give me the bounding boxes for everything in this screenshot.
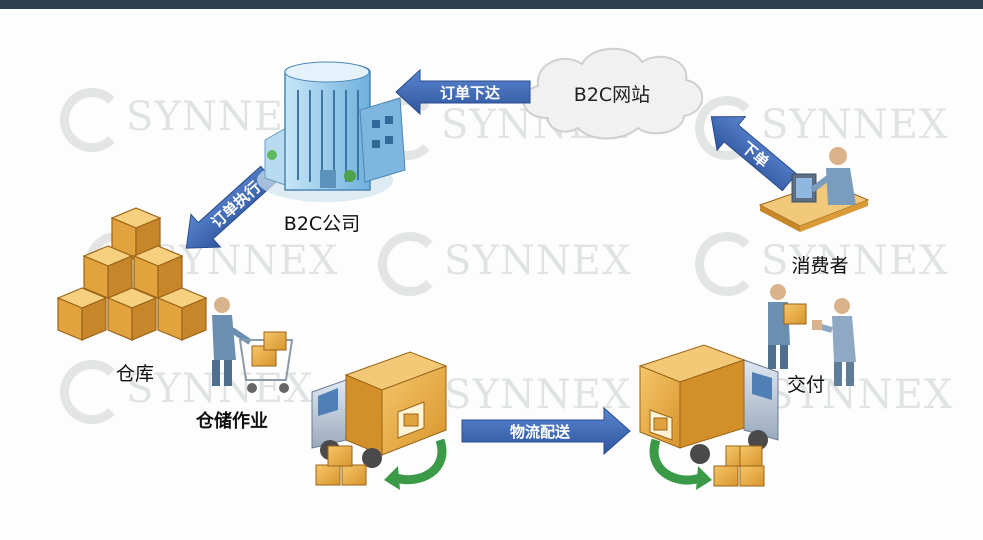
- order-execution-label: 订单执行: [208, 178, 265, 232]
- website-cloud: B2C网站: [522, 47, 704, 140]
- delivery-label: 交付: [787, 374, 825, 396]
- logistics-delivery-label: 物流配送: [510, 423, 571, 441]
- delivery-handover-icon: [768, 284, 856, 386]
- place-order-arrow: 下单: [710, 116, 798, 192]
- warehouse-label: 仓库: [116, 363, 154, 385]
- website-label: B2C网站: [574, 84, 650, 106]
- watermark-logo: SYNNEX: [378, 232, 631, 296]
- watermark-logo: SYNNEX: [695, 232, 948, 296]
- consumer-label: 消费者: [791, 255, 848, 277]
- truck-unloading-icon: [638, 344, 779, 490]
- warehouse-worker-cart-icon: [212, 297, 294, 393]
- warehouse-boxes-icon: [56, 207, 208, 341]
- consumer-computer-icon: [758, 147, 870, 232]
- storage-operation-label: 仓储作业: [195, 410, 268, 432]
- company-label: B2C公司: [284, 213, 360, 235]
- truck-loading-icon: [311, 351, 448, 490]
- watermark-logo: SYNNEX: [695, 96, 948, 160]
- company-building-icon: [257, 61, 406, 202]
- top-border-bar: [0, 0, 983, 9]
- logistics-delivery-arrow: 物流配送: [461, 406, 631, 456]
- order-dispatch-label: 订单下达: [440, 84, 500, 102]
- order-dispatch-arrow: 订单下达: [395, 68, 531, 116]
